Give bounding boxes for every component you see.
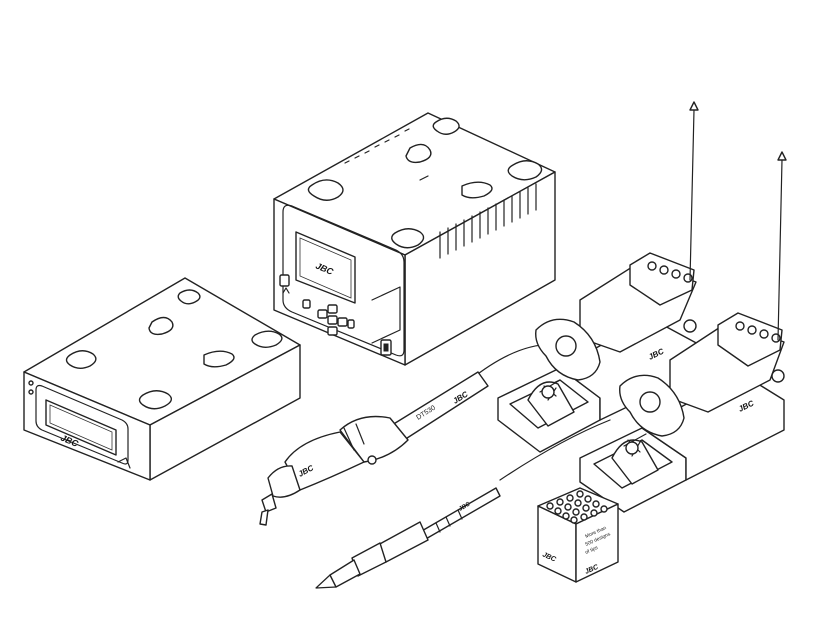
tip-holder-1: [629, 252, 695, 306]
container-text-3: of tips: [584, 545, 599, 556]
control-station: JBC: [273, 112, 556, 366]
soldering-pencil: JBC: [315, 419, 611, 589]
desoldering-iron: DT530 JBC JBC: [259, 343, 561, 526]
module-display: [45, 399, 117, 456]
station-display: [295, 231, 356, 304]
stand-1: JBC: [497, 101, 701, 453]
station-keypad: [302, 299, 355, 336]
tip-holder-2: [717, 312, 783, 367]
stand-2: JBC: [579, 151, 787, 513]
pencil-brand-logo: JBC: [458, 501, 472, 513]
tip-container: More than 500 designs of tips JBC JBC: [537, 487, 619, 583]
expansion-module: JBC: [23, 277, 301, 481]
container-holes: [546, 490, 608, 524]
